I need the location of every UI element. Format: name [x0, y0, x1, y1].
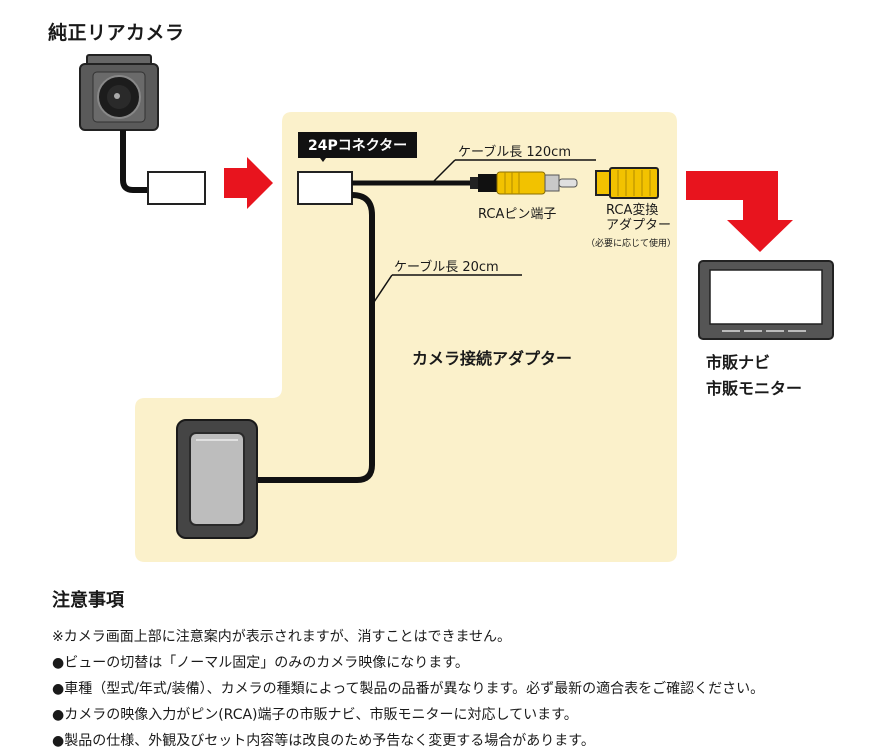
long-cable-label: ケーブル長 120cm	[458, 145, 571, 160]
rca-adapter-label-line1: RCA変換	[606, 203, 659, 218]
adapter-background-panel	[135, 112, 677, 562]
short-cable-leader	[371, 274, 393, 306]
monitor-label-line2: 市販モニター	[706, 379, 803, 398]
notes-title: 注意事項	[52, 590, 124, 611]
adapter-label: カメラ接続アダプター	[412, 349, 573, 368]
rca-adapter-label-line2: アダプター	[606, 218, 672, 233]
connector-tag: 24Pコネクター	[298, 132, 418, 158]
24p-connector	[297, 171, 353, 205]
arrow-down-icon	[686, 171, 793, 252]
long-cable-leader	[431, 159, 456, 184]
camera-connector	[147, 171, 206, 205]
rca-adapter-note: （必要に応じて使用）	[586, 239, 677, 249]
rca-pin-label: RCAピン端子	[478, 207, 557, 222]
camera-cable	[120, 130, 150, 193]
monitor-label-line1: 市販ナビ	[706, 353, 771, 372]
camera-connection-adapter-icon	[176, 419, 258, 539]
notes-section: 注意事項 ※カメラ画面上部に注意案内が表示されますが、消すことはできません。 ●…	[52, 586, 882, 754]
short-cable-label: ケーブル長 20cm	[394, 260, 499, 275]
monitor-icon	[698, 260, 834, 340]
note-item: ●ビューの切替は「ノーマル固定」のみのカメラ映像になります。	[52, 655, 469, 671]
rca-pin-plug-icon	[470, 171, 578, 195]
arrow-right-icon	[224, 157, 273, 209]
note-item: ●車種（型式/年式/装備）、カメラの種類によって製品の品番が異なります。必ず最新…	[52, 681, 765, 697]
note-item: ●製品の仕様、外観及びセット内容等は改良のため予告なく変更する場合があります。	[52, 733, 595, 749]
rca-adapter-icon	[595, 167, 659, 199]
monitor-label: 市販ナビ 市販モニター	[706, 350, 802, 402]
note-item: ※カメラ画面上部に注意案内が表示されますが、消すことはできません。	[52, 629, 512, 645]
rear-camera-icon	[79, 54, 159, 131]
camera-title: 純正リアカメラ	[48, 22, 185, 44]
short-cable	[255, 192, 375, 483]
rca-adapter-label: RCA変換 アダプター	[606, 203, 672, 233]
note-item: ●カメラの映像入力がピン(RCA)端子の市販ナビ、市販モニターに対応しています。	[52, 707, 578, 723]
